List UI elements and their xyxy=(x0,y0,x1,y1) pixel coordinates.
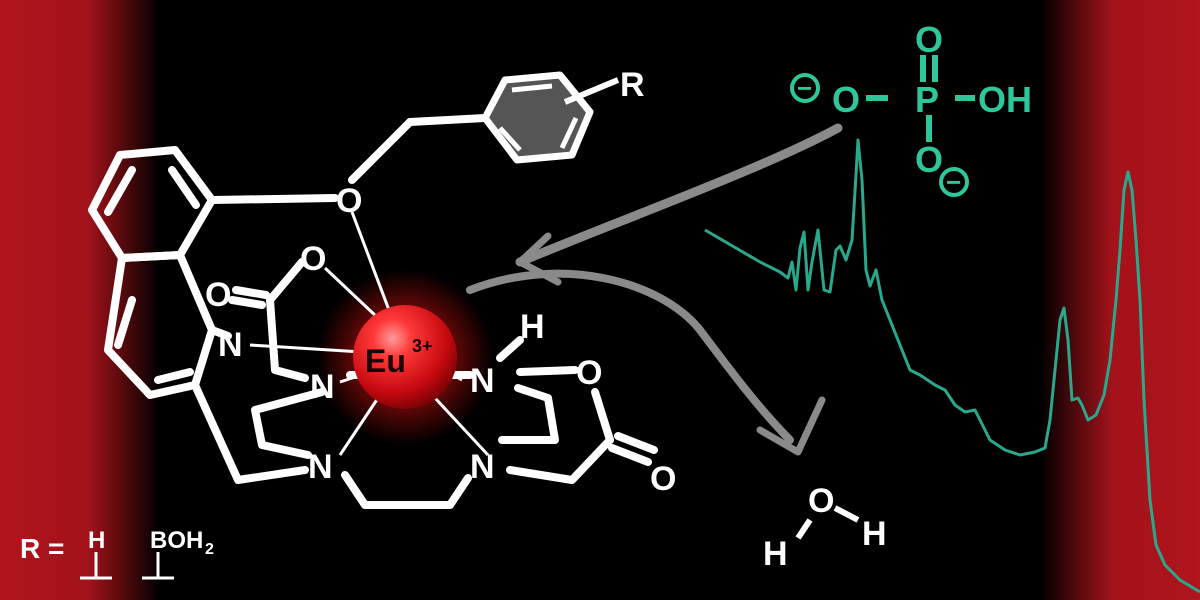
coord-eu-n-3 xyxy=(433,396,490,457)
water-molecule: H O H xyxy=(763,482,887,573)
water-o: O xyxy=(808,482,834,520)
bond-ring-to-n-quinoline xyxy=(208,326,232,340)
water-h-left: H xyxy=(763,535,788,573)
lower-ring-inner-bond-2 xyxy=(154,368,194,384)
europium-symbol: Eu xyxy=(365,343,406,379)
carboxylate-left-c-o-double-1 xyxy=(232,286,270,299)
atom-h-on-n: H xyxy=(520,308,545,346)
bond-ether-o-to-ch2 xyxy=(348,118,414,184)
water-displacement-arrow xyxy=(466,269,794,444)
water-displacement-arrowhead xyxy=(756,396,826,456)
emission-spectrum-trace xyxy=(704,138,1200,594)
atom-o-carbonyl-right: O xyxy=(650,460,676,498)
r-legend-prefix: R = xyxy=(20,533,64,564)
phosphate-o-top: O xyxy=(915,19,943,60)
coord-eu-o-ether xyxy=(350,211,394,319)
carboxylate-right-arm xyxy=(506,436,614,484)
atom-n-quinoline: N xyxy=(218,326,243,364)
carboxylate-right-double-1 xyxy=(608,444,652,466)
phosphate-binding-arrow xyxy=(515,123,843,267)
water-h-o-bond-left xyxy=(795,518,813,540)
atom-n-macrocycle-4: N xyxy=(470,448,495,486)
water-o-h-bond-right xyxy=(833,505,860,523)
r-group-legend: R = H BOH 2 xyxy=(20,527,214,580)
atom-n-macrocycle-1: N xyxy=(310,368,335,406)
phosphate-charge-circle-left xyxy=(790,73,820,103)
atom-o-carboxylate-right: O xyxy=(576,354,602,392)
water-h-right: H xyxy=(862,515,887,553)
coord-eu-n-quinoline xyxy=(249,343,363,354)
phosphate-oh: OH xyxy=(978,79,1032,120)
ligand-atom-labels: O O O N N N N N H O O R xyxy=(205,66,676,498)
atom-o-carbonyl-left: O xyxy=(205,276,231,314)
carboxylate-left-c-o-double-2 xyxy=(228,296,266,309)
upper-ring-inner-bond-2 xyxy=(168,166,200,209)
r-option-boh2-subscript: 2 xyxy=(205,541,214,558)
macrocycle-ethylene-1 xyxy=(251,388,326,459)
atom-n-macrocycle-2: N xyxy=(308,448,333,486)
bond-n-to-o-right xyxy=(516,366,579,376)
bond-ring-to-ether-o xyxy=(208,194,339,204)
lower-ring-inner-bond-1 xyxy=(114,296,136,349)
europium-ion xyxy=(353,305,457,409)
phosphate-p: P xyxy=(915,79,939,120)
phosphate-minus-left: − xyxy=(797,73,812,103)
r-substituent: R xyxy=(620,66,645,104)
macrocycle-ethylene-2 xyxy=(341,471,472,509)
macrocycle-ethylene-3 xyxy=(498,384,559,444)
carboxylate-right-c-o xyxy=(591,388,614,444)
right-red-band xyxy=(1040,0,1200,600)
bond-ring-ch2 xyxy=(191,381,309,484)
reaction-arrows xyxy=(466,123,843,456)
coord-eu-o-carboxylate xyxy=(323,266,380,320)
atom-o-carboxylate-left: O xyxy=(300,240,326,278)
atom-o-ether: O xyxy=(336,182,362,220)
r-option-boh2: BOH xyxy=(150,527,203,554)
phosphate-o-left: O xyxy=(832,79,860,120)
carboxylate-left-c-o xyxy=(266,258,306,304)
europium-charge: 3+ xyxy=(412,336,433,356)
bond-n-h xyxy=(496,336,524,362)
carboxylate-right-double-2 xyxy=(614,432,658,454)
carboxylate-left-arm xyxy=(266,296,309,382)
phosphate-anion: O O − P OH O − xyxy=(790,19,1032,197)
phosphate-o-bottom: O xyxy=(915,139,943,180)
phosphate-minus-bottom: − xyxy=(946,167,961,197)
coordination-bonds xyxy=(249,211,490,457)
coord-eu-n-2 xyxy=(338,394,382,456)
atom-n-macrocycle-3: N xyxy=(470,362,495,400)
upper-ring-inner-bond-1 xyxy=(104,166,136,216)
ligand-skeleton xyxy=(88,114,658,509)
r-option-h: H xyxy=(88,527,105,554)
bond-ch2-to-phenyl xyxy=(406,114,489,126)
benzyl-phenyl-ring xyxy=(481,71,620,164)
phosphate-charge-circle-bottom xyxy=(939,167,969,197)
